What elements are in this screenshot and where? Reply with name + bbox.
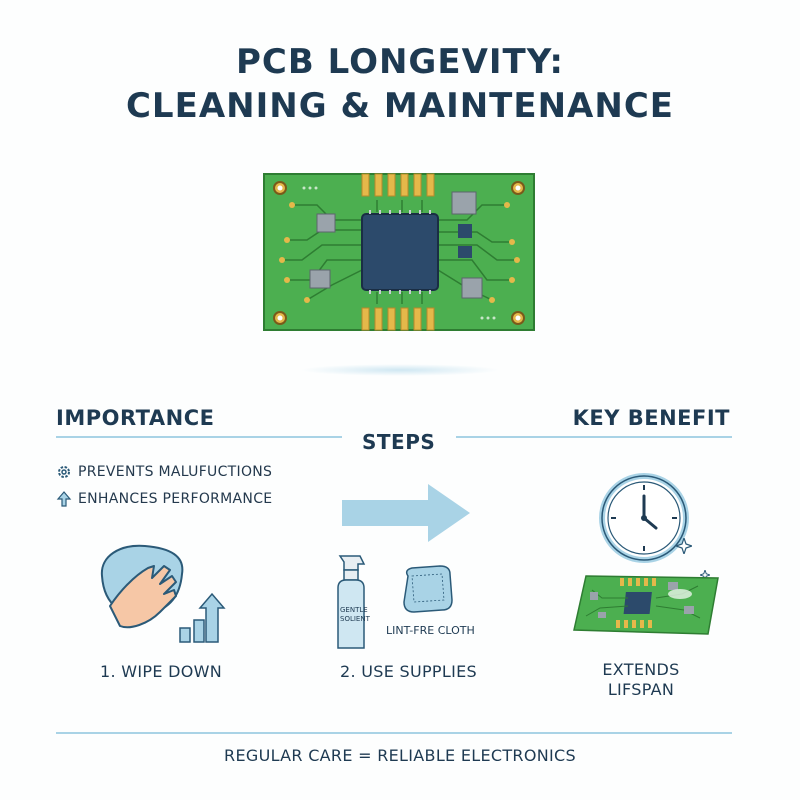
footer-text: REGULAR CARE = RELIABLE ELECTRONICS bbox=[224, 746, 576, 765]
sparkle-icon bbox=[676, 538, 692, 554]
bottle-label-line-1: GENTLE bbox=[340, 606, 368, 614]
steps-heading: STEPS bbox=[362, 430, 436, 454]
benefit-line-2: LIFSPAN bbox=[607, 680, 675, 699]
footer-rule bbox=[56, 732, 732, 734]
step-2-label: 2. USE SUPPLIES bbox=[340, 662, 477, 681]
gear-icon bbox=[56, 464, 72, 480]
step-1-label: 1. WIPE DOWN bbox=[100, 662, 223, 681]
key-benefit-heading: KEY BENEFIT bbox=[572, 406, 730, 430]
title-line-1: PCB LONGEVITY: bbox=[236, 42, 564, 82]
right-arrow-icon bbox=[340, 482, 472, 544]
title-line-2: CLEANING & MAINTENANCE bbox=[125, 86, 675, 126]
cloth-illustration bbox=[400, 562, 456, 614]
importance-rule bbox=[56, 436, 342, 438]
sparkle-icon-small bbox=[700, 570, 710, 580]
importance-item-1: PREVENTS MALUFUCTIONS bbox=[78, 464, 273, 480]
spray-bottle-illustration bbox=[328, 548, 378, 652]
small-pcb-illustration bbox=[572, 572, 722, 640]
clock-icon bbox=[598, 472, 690, 564]
benefit-label: EXTENDS LIFSPAN bbox=[596, 660, 686, 700]
steps-rule bbox=[456, 436, 732, 438]
bottle-label-line-2: SOLIENT bbox=[340, 615, 370, 623]
importance-heading: IMPORTANCE bbox=[56, 406, 215, 430]
up-arrow-icon bbox=[56, 490, 72, 508]
importance-item-2: ENHANCES PERFORMANCE bbox=[78, 491, 273, 507]
benefit-line-1: EXTENDS bbox=[602, 660, 680, 679]
cloth-label: LINT-FRE CLOTH bbox=[386, 624, 475, 637]
wiping-hand-illustration bbox=[90, 536, 230, 648]
pcb-shadow bbox=[300, 364, 500, 376]
bottle-label: GENTLE SOLIENT bbox=[340, 606, 370, 624]
pcb-illustration bbox=[262, 170, 538, 335]
